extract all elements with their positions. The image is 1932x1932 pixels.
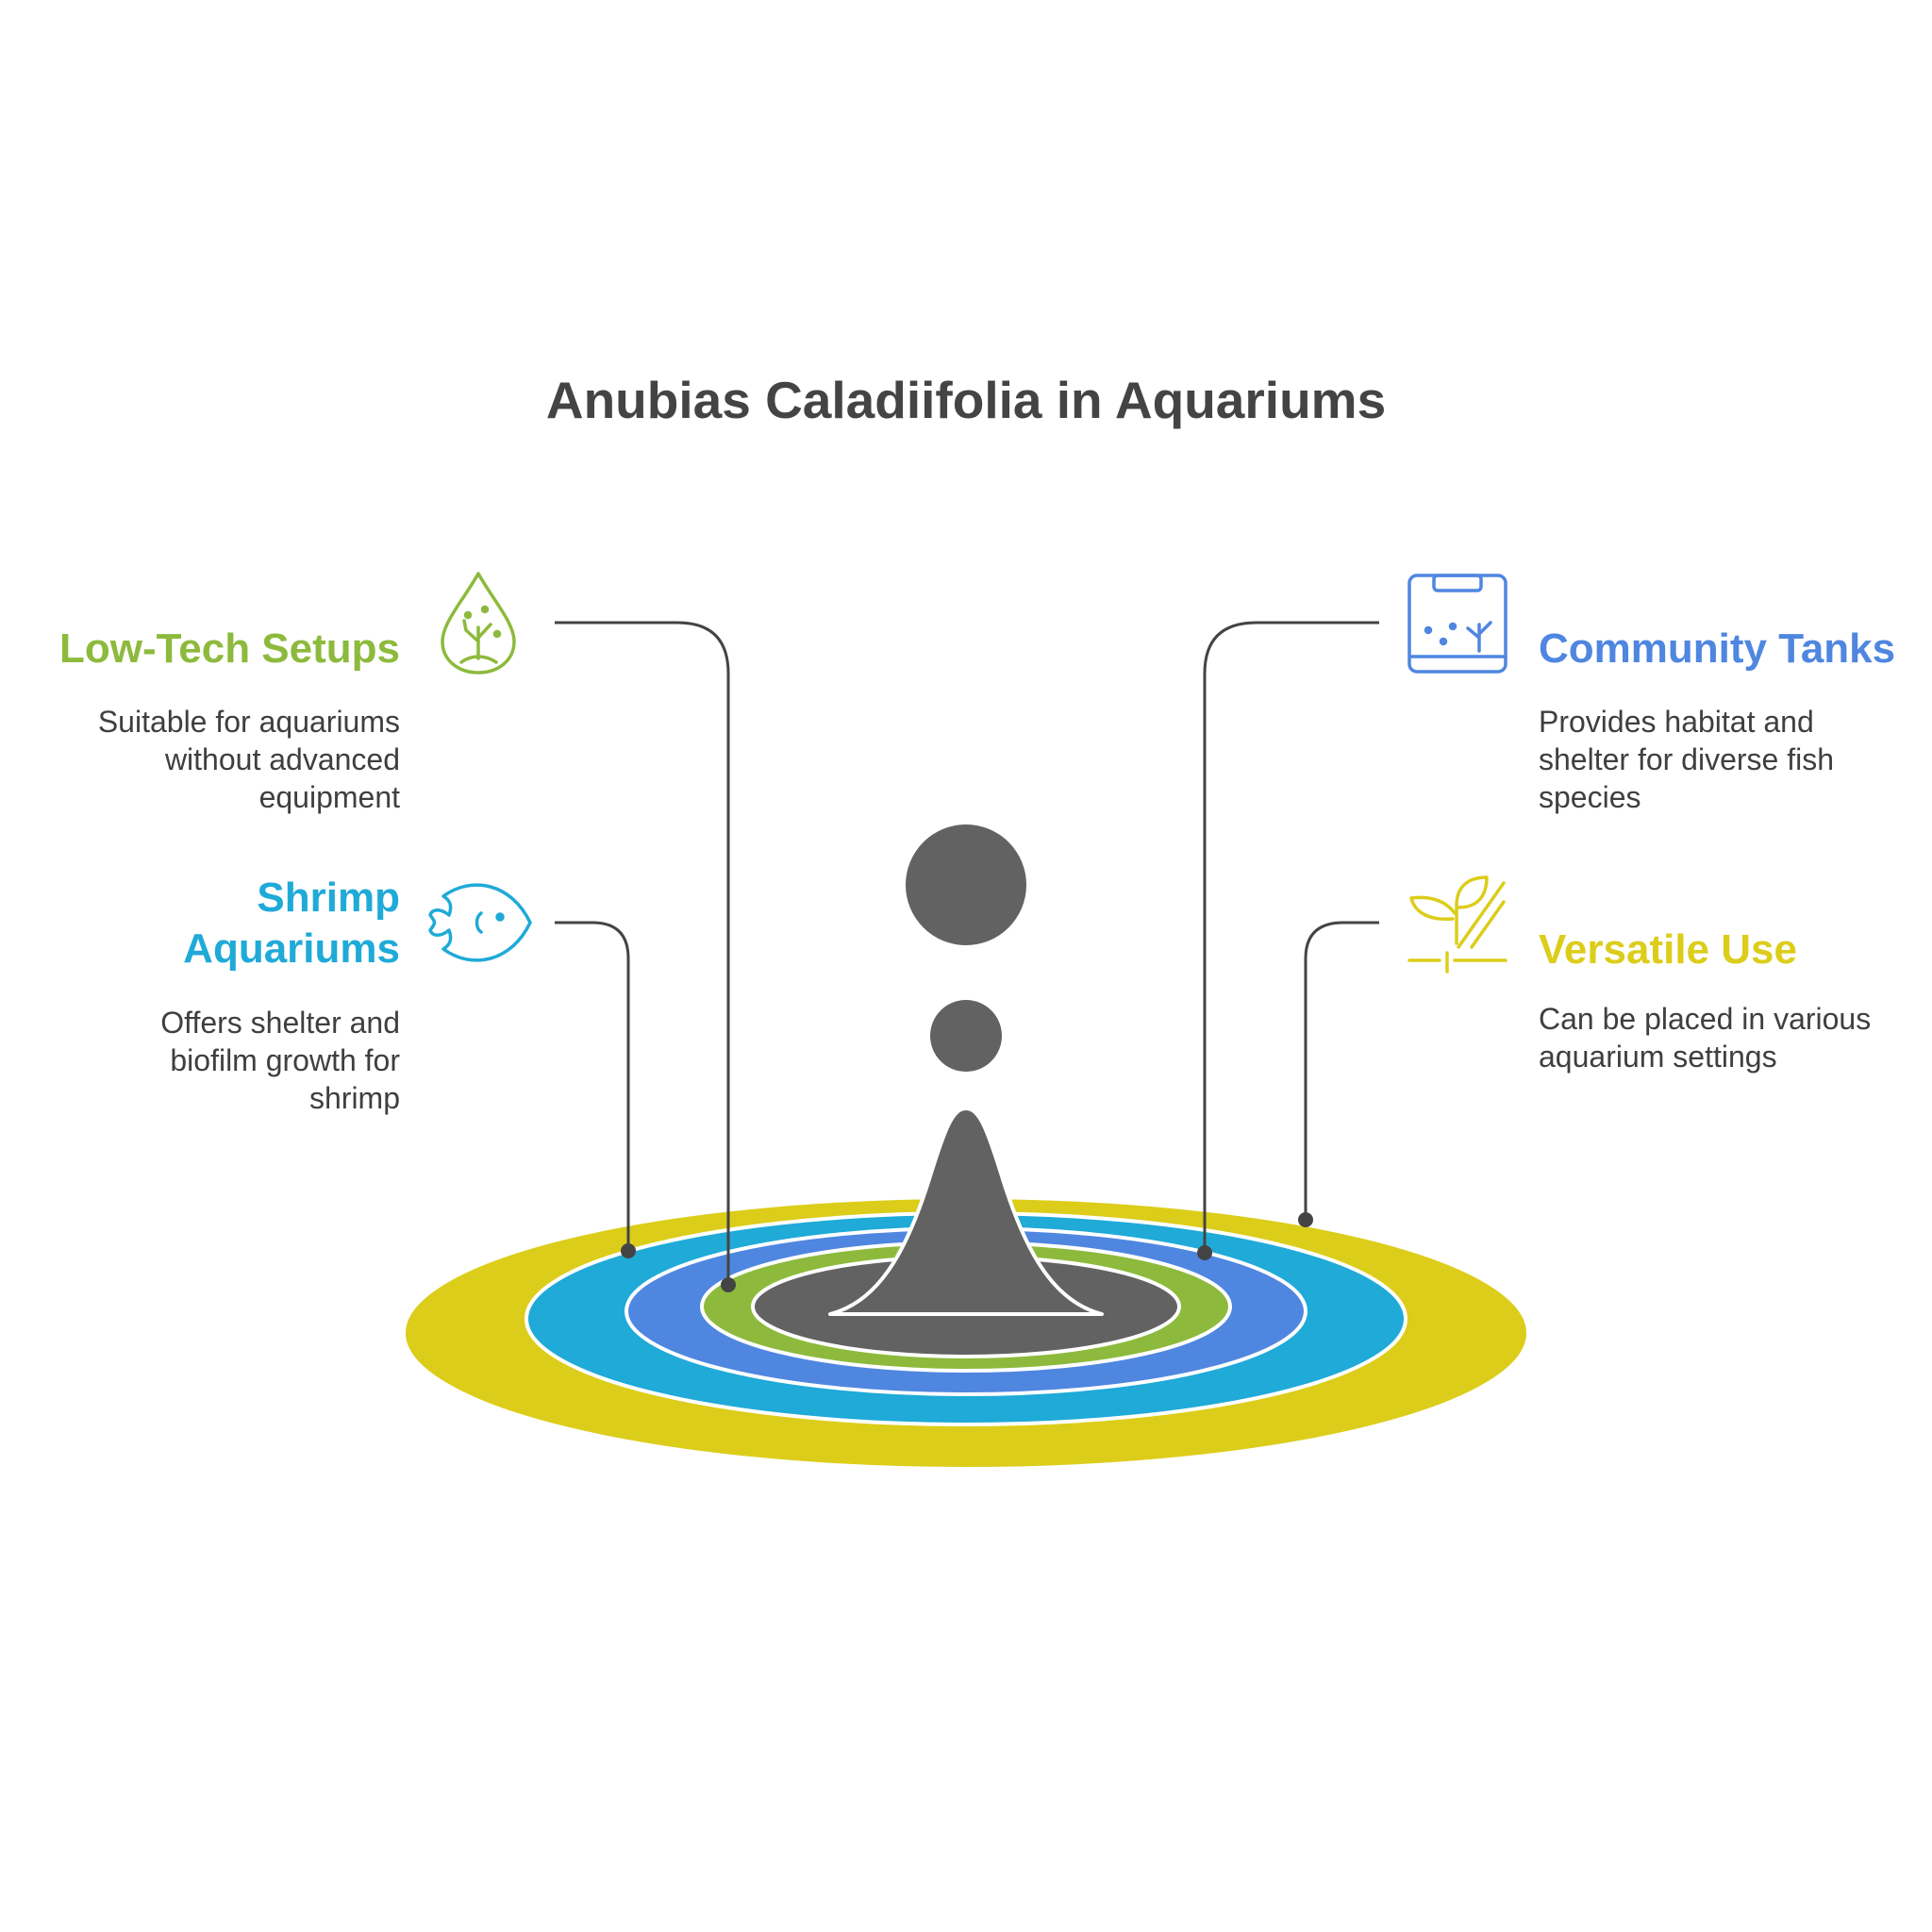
diagram-title: Anubias Caladiifolia in Aquariums <box>545 371 1387 429</box>
heading-versatile-use: Versatile Use <box>1539 926 1797 973</box>
splash-peak <box>828 1107 1104 1316</box>
connector-dot-community <box>1197 1245 1212 1260</box>
connector-versatile <box>1304 921 1379 1220</box>
connector-shrimp <box>555 921 630 1251</box>
water-drop-plant-icon <box>441 572 516 675</box>
desc-low-tech-setups: Suitable for aquariums without advanced … <box>97 705 400 814</box>
fish-icon <box>428 883 532 962</box>
droplet-small <box>930 1000 1002 1072</box>
connector-dot-low-tech <box>721 1277 736 1292</box>
plant-sprout-icon <box>1407 875 1507 974</box>
droplet-large <box>906 824 1026 945</box>
aquarium-tank-icon <box>1407 574 1507 674</box>
desc-versatile-use: Can be placed in various aquarium settin… <box>1539 1002 1872 1074</box>
heading-low-tech-setups: Low-Tech Setups <box>59 625 400 672</box>
connector-dot-shrimp <box>621 1243 636 1258</box>
connector-community <box>1203 621 1379 1253</box>
desc-community-tanks: Provides habitat and shelter for diverse… <box>1539 705 1835 814</box>
desc-shrimp-aquariums: Offers shelter and biofilm growth for sh… <box>160 1006 400 1115</box>
connector-dot-versatile <box>1298 1212 1313 1227</box>
connector-low-tech <box>555 621 730 1285</box>
heading-community-tanks: Community Tanks <box>1539 625 1896 672</box>
heading-shrimp-aquariums: Shrimp Aquariums <box>183 874 400 972</box>
